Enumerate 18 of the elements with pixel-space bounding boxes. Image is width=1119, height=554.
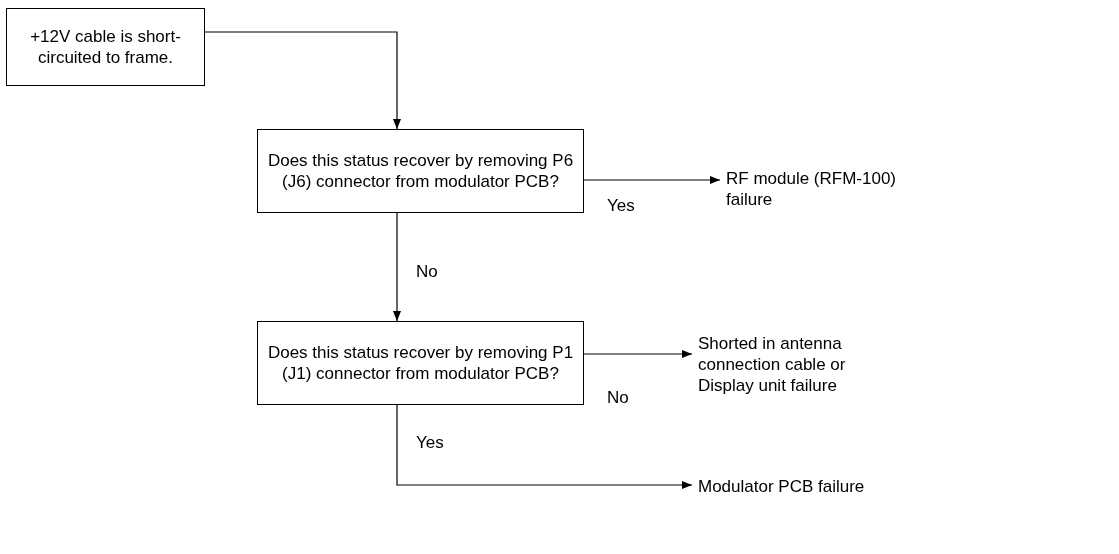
arrow [583,350,693,358]
edge-label: Yes [416,433,444,453]
box-text: Does this status recover by removing P1 (J1) connector from modulator PCB? [266,342,575,384]
outcome-text: Modulator PCB failure [698,474,898,498]
edge-label: Yes [607,196,635,216]
box-text: +12V cable is short-circuited to frame. [29,26,182,68]
box-text: Does this status recover by removing P6 (J6) connector from modulator PCB? [266,150,575,192]
start-box [6,8,205,86]
arrow [393,212,401,322]
outcome-text: Shorted in antenna connection cable or Display unit failure [698,333,898,396]
arrow [204,31,401,130]
decision-box [257,321,584,405]
decision-box [257,129,584,213]
arrow [583,176,721,184]
arrow [396,404,693,489]
edge-label: No [607,388,629,408]
edge-label: No [416,262,438,282]
outcome-text: RF module (RFM-100) failure [726,167,926,211]
